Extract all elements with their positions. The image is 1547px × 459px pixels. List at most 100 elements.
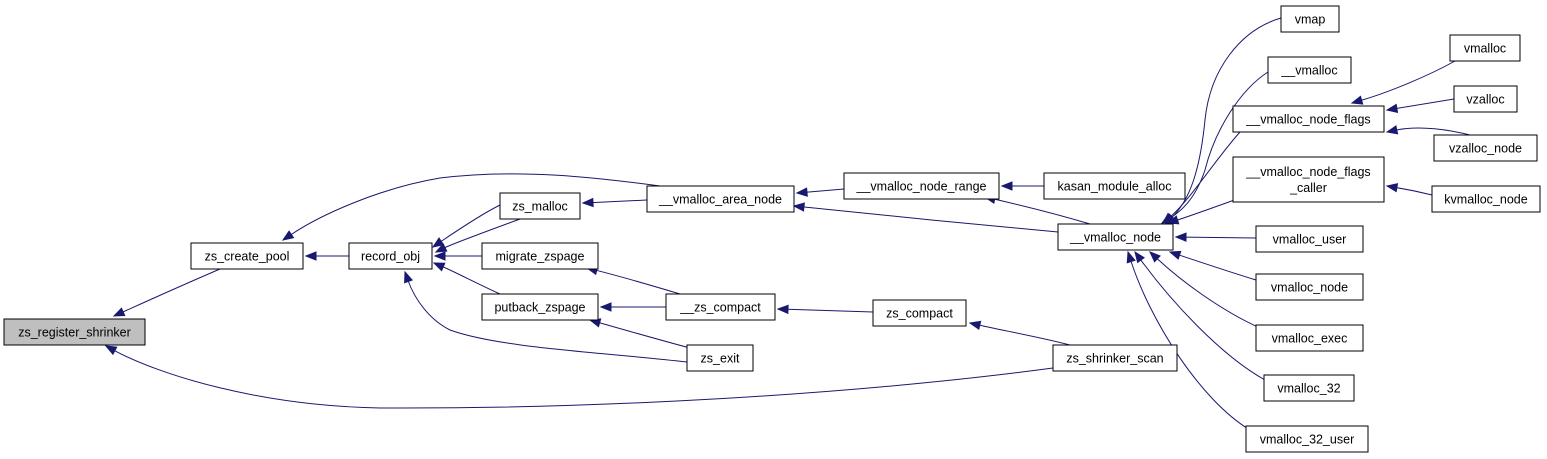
node-vmalloc-node-range[interactable]: __vmalloc_node_range [843, 172, 1000, 200]
node-vmalloc-exec[interactable]: vmalloc_exec [1255, 324, 1364, 352]
edge-__zs_compact-to-putback_zspage [599, 302, 666, 312]
arrow-head-icon [1168, 250, 1182, 260]
node-label: vzalloc_node [1449, 142, 1522, 156]
node-label: __zs_compact [679, 301, 761, 315]
arrow-head-icon [968, 320, 982, 331]
edge-line [1395, 187, 1433, 196]
edge-zs_create_pool-to-zs_register_shrinker [112, 268, 221, 317]
edge-vmalloc_32-to-__vmalloc_node [1134, 250, 1266, 381]
node-box [499, 192, 581, 220]
node-box [1245, 425, 1369, 453]
node-putback-zspage[interactable]: putback_zspage [481, 293, 599, 321]
arrow-head-icon [1174, 232, 1187, 242]
node-box [1449, 34, 1521, 62]
arrow-head-icon [281, 230, 295, 241]
edge-line [802, 206, 1059, 233]
node-label: vmalloc_user [1273, 233, 1347, 247]
edge-__vmalloc_node_flags_caller-to-__vmalloc_node [1166, 197, 1241, 225]
edge-vzalloc-to-__vmalloc_node_flags [1385, 98, 1455, 113]
node-box [646, 185, 795, 213]
node-zs-compact[interactable]: zs_compact [872, 299, 967, 327]
node-label: zs_shrinker_scan [1066, 352, 1163, 366]
node-zs-malloc[interactable]: zs_malloc [499, 192, 581, 220]
node-label: __vmalloc_node_flags [1245, 113, 1370, 127]
edge-__vmalloc_node_flags-to-__vmalloc_node [1161, 131, 1241, 224]
edge-putback_zspage-to-record_obj [432, 262, 501, 295]
arrow-head-icon [1385, 183, 1399, 193]
node-label: _caller [1289, 181, 1327, 195]
node-vmap[interactable]: vmap [1280, 5, 1340, 33]
node-box [1431, 185, 1541, 213]
node-vmalloc-32-user[interactable]: vmalloc_32_user [1245, 425, 1369, 453]
node-zs-exit[interactable]: zs_exit [686, 344, 754, 372]
edge-zs_shrinker_scan-to-zs_register_shrinker [104, 345, 1054, 409]
node-box [190, 242, 304, 270]
arrow-head-icon [432, 262, 446, 272]
edge-line [121, 268, 221, 313]
node-vmalloc-user[interactable]: vmalloc_user [1255, 225, 1364, 253]
arrow-head-icon [434, 243, 448, 253]
edge-line [1395, 98, 1455, 109]
node-vmalloc[interactable]: vmalloc [1449, 34, 1521, 62]
node-label: migrate_zspage [496, 250, 585, 264]
edge-line [595, 269, 681, 295]
node-box [665, 293, 776, 321]
edge-__vmalloc_area_node-to-zs_create_pool [281, 173, 661, 241]
node-box [686, 344, 754, 372]
node-vmalloc-node[interactable]: vmalloc_node [1255, 273, 1364, 301]
node-record-obj[interactable]: record_obj [348, 242, 433, 270]
node-vzalloc-node[interactable]: vzalloc_node [1433, 134, 1538, 162]
node-label: zs_exit [701, 352, 740, 366]
node-vzalloc[interactable]: vzalloc [1453, 85, 1518, 113]
edge-line [1395, 127, 1471, 136]
node-kvmalloc-node[interactable]: kvmalloc_node [1431, 185, 1541, 213]
node-box [1255, 225, 1364, 253]
edge-vzalloc_node-to-__vmalloc_node_flags [1385, 125, 1471, 136]
edge-vmalloc_exec-to-__vmalloc_node [1149, 251, 1261, 329]
graph-edges [104, 17, 1471, 431]
node-migrate-zspage[interactable]: migrate_zspage [481, 242, 599, 270]
node-zs-register-shrinker[interactable]: zs_register_shrinker [3, 318, 146, 346]
node-zs-shrinker-scan[interactable]: zs_shrinker_scan [1052, 344, 1178, 372]
node-box [843, 172, 1000, 200]
arrow-head-icon [599, 302, 612, 312]
node-box [3, 318, 146, 346]
node-zs-compact[interactable]: __zs_compact [665, 293, 776, 321]
edge-kvmalloc_node-to-__vmalloc_node_flags_caller [1385, 183, 1433, 196]
node-label: zs_compact [886, 307, 953, 321]
arrow-head-icon [581, 197, 594, 208]
node-vmalloc[interactable]: __vmalloc [1267, 56, 1352, 84]
node-vmalloc-area-node[interactable]: __vmalloc_area_node [646, 185, 795, 213]
arrow-head-icon [304, 251, 317, 261]
edge-line [1184, 236, 1257, 239]
edge-zs_compact-to-__zs_compact [776, 304, 874, 315]
node-zs-create-pool[interactable]: zs_create_pool [190, 242, 304, 270]
node-label: vmalloc_32_user [1260, 433, 1355, 447]
node-vmalloc-node-flags[interactable]: __vmalloc_node_flags [1232, 105, 1385, 133]
node-label: __vmalloc [1280, 64, 1337, 78]
node-label: __vmalloc_node_range [856, 180, 987, 194]
edge-line [407, 280, 688, 363]
edge-line [1169, 131, 1241, 218]
node-label: __vmalloc_node [1069, 231, 1161, 245]
edge-record_obj-to-zs_create_pool [304, 251, 349, 261]
node-vmalloc-32[interactable]: vmalloc_32 [1263, 374, 1355, 402]
edge-line [993, 198, 1091, 225]
node-box [1057, 223, 1174, 251]
arrow-head-icon [1134, 250, 1146, 264]
node-kasan-module-alloc[interactable]: kasan_module_alloc [1043, 172, 1186, 200]
node-label: kasan_module_alloc [1058, 180, 1172, 194]
edge-vmalloc_user-to-__vmalloc_node [1174, 232, 1257, 242]
node-box [1232, 105, 1385, 133]
edge-__vmalloc_node-to-__vmalloc_node_range [983, 194, 1091, 225]
edge-line [805, 188, 845, 193]
arrow-head-icon [1350, 95, 1364, 105]
node-vmalloc-node[interactable]: __vmalloc_node [1057, 223, 1174, 251]
edge-line [1156, 257, 1261, 329]
node-box [872, 299, 967, 327]
edge-line [1139, 259, 1266, 381]
node-label: vmalloc_exec [1272, 332, 1348, 346]
edge-line [290, 173, 661, 236]
node-vmalloc-node-flags-caller[interactable]: __vmalloc_node_flags_caller [1232, 156, 1385, 203]
